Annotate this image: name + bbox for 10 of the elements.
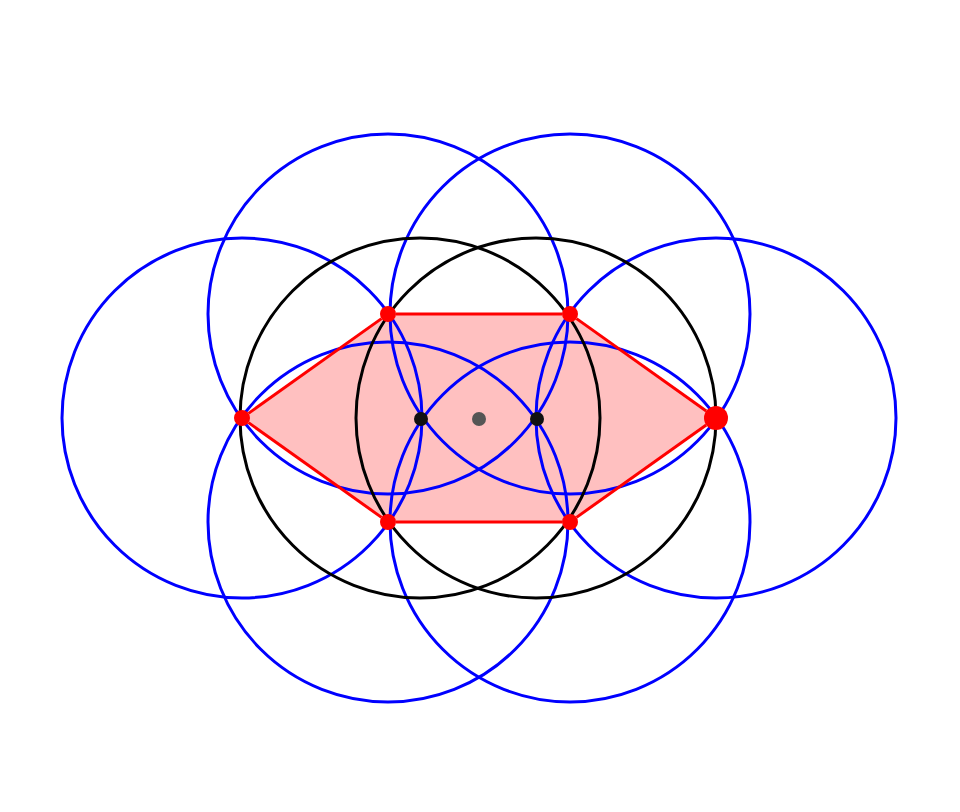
point-dot bbox=[380, 306, 396, 322]
point-dot bbox=[234, 410, 250, 426]
point-dot bbox=[704, 406, 728, 430]
point-dot bbox=[380, 514, 396, 530]
hexagon-side bbox=[396, 312, 562, 316]
hexagon-side bbox=[575, 423, 708, 519]
hexagon-side bbox=[396, 520, 562, 524]
hexagon-side bbox=[247, 421, 383, 519]
hexagon-side bbox=[575, 317, 708, 413]
hexagon-side bbox=[247, 317, 383, 415]
